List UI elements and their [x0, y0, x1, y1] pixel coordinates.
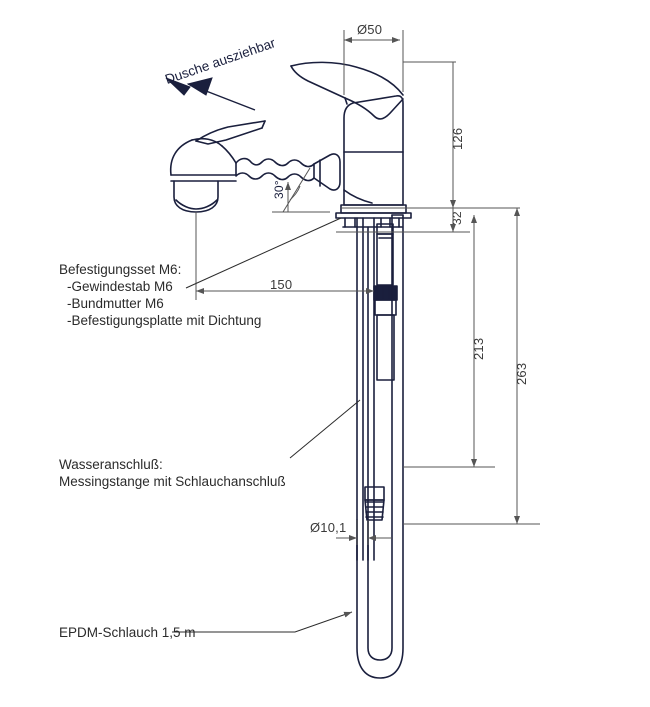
height-126-text: 126: [450, 127, 465, 150]
dim-angle-30: [272, 167, 330, 213]
fastening-set-item-0: -Gewindestab M6: [67, 279, 173, 294]
hose-connector: [364, 486, 385, 521]
faucet-lever-handle: [290, 61, 404, 120]
length-263-text: 263: [514, 362, 529, 385]
label-angle-30: 30°: [272, 180, 286, 199]
dim-length-213: [403, 215, 495, 468]
pullout-arrow: [165, 77, 256, 111]
fastening-set-item-1: -Bundmutter M6: [67, 296, 164, 311]
dim-height-32: [336, 208, 470, 233]
leader-fastening-set: [185, 217, 342, 289]
label-length-213: 213: [471, 338, 486, 360]
annotation-water-connection: Wasseranschluß: Messingstange mit Schlau…: [59, 456, 286, 490]
flange-nut: [373, 285, 398, 381]
annotation-hose: EPDM-Schlauch 1,5 m: [59, 624, 196, 641]
diameter-hose-text: Ø10,1: [310, 520, 347, 535]
dim-height-126: [341, 61, 520, 209]
water-connection-line-2: Messingstange mit Schlauchanschluß: [59, 474, 286, 489]
leader-water-connection: [289, 399, 361, 459]
leader-lines: [172, 217, 361, 633]
label-height-32: 32: [450, 211, 464, 225]
faucet-body: [343, 95, 404, 206]
leader-hose: [172, 611, 353, 633]
upper-connector: [376, 223, 394, 286]
mounting-base: [335, 204, 412, 228]
hose-label-text: EPDM-Schlauch 1,5 m: [59, 625, 196, 640]
water-connection-line-1: Wasseranschluß:: [59, 457, 163, 472]
height-32-text: 32: [450, 211, 464, 225]
length-213-text: 213: [471, 337, 486, 360]
dim-diameter-hose: [336, 520, 392, 545]
label-length-263: 263: [514, 363, 529, 385]
dimension-lines: [195, 30, 540, 545]
dim-length-263: [403, 208, 540, 525]
epdm-hose: [356, 214, 404, 679]
reach-150-text: 150: [270, 277, 293, 292]
annotation-fastening-set: Befestigungsset M6: -Gewindestab M6 -Bun…: [59, 261, 261, 329]
angle-30-text: 30°: [272, 180, 286, 199]
label-diameter-hose: Ø10,1: [310, 520, 346, 535]
dim-reach-150: [195, 212, 374, 300]
label-reach-150: 150: [270, 277, 292, 292]
label-diameter-top: Ø50: [357, 22, 382, 37]
diameter-top-text: Ø50: [357, 22, 383, 37]
dim-diameter-top: [343, 30, 404, 95]
drawing-body: [169, 61, 412, 679]
fastening-set-item-2: -Befestigungsplatte mit Dichtung: [67, 313, 262, 328]
brass-rod-assembly: [356, 217, 375, 561]
fastening-set-heading: Befestigungsset M6:: [59, 262, 182, 277]
spray-head-assembly: [169, 120, 341, 213]
label-height-126: 126: [450, 128, 465, 150]
